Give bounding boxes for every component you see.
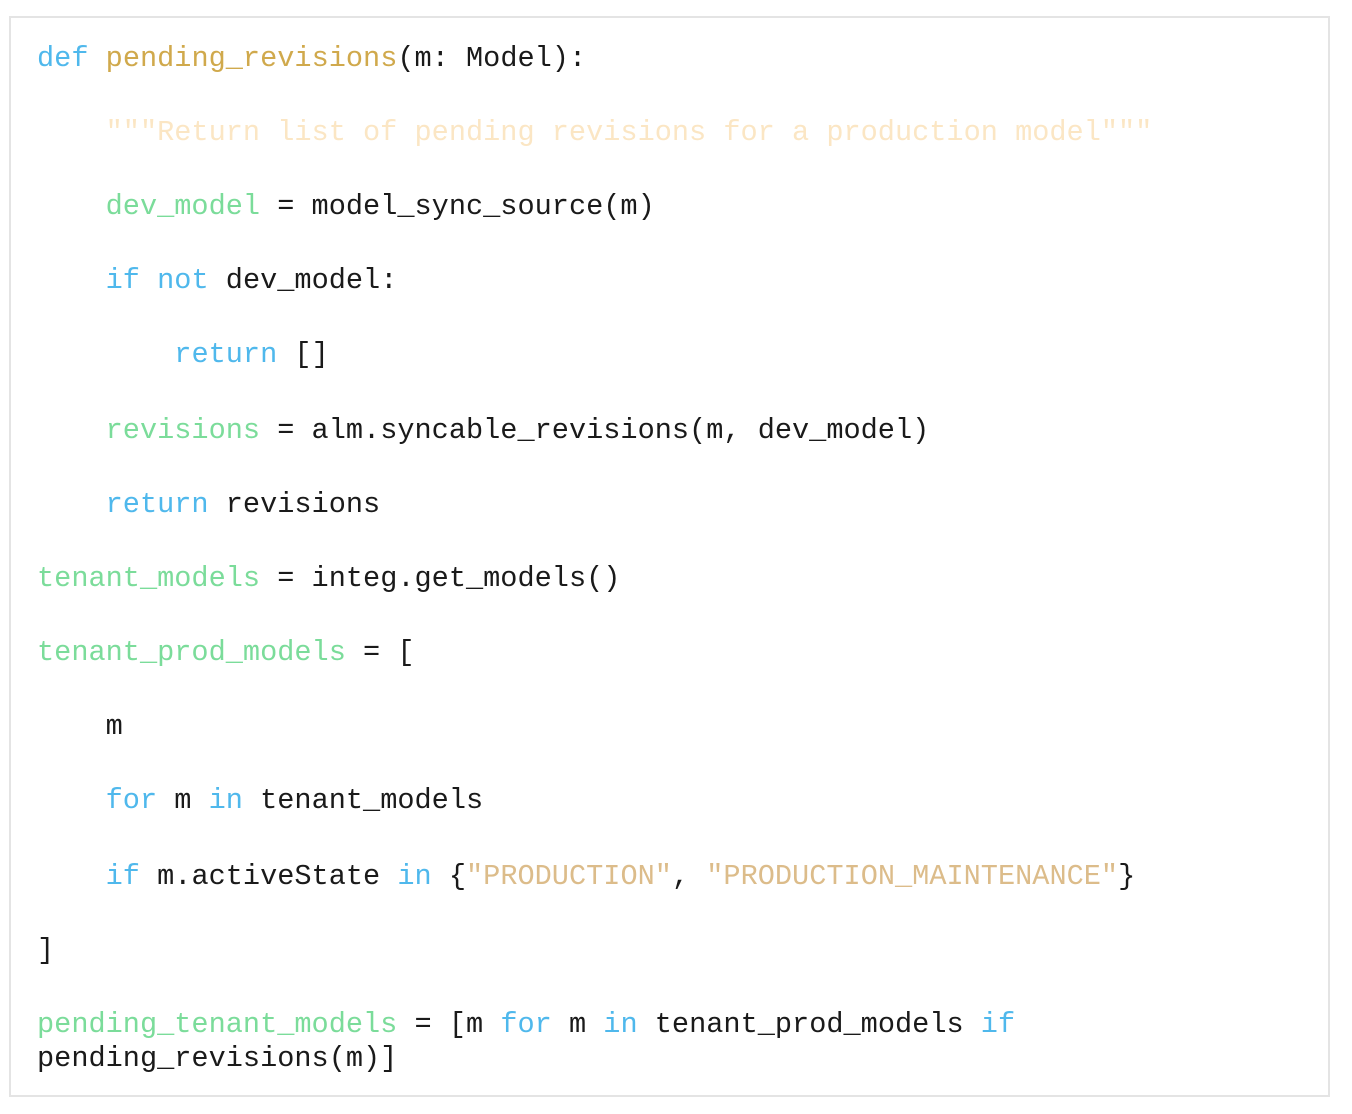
code-token: = [m [397,1008,501,1041]
code-line: return revisions [37,488,381,522]
code-token [37,190,106,223]
code-line: for m in tenant_models [37,784,484,818]
code-token: tenant_prod_models [637,1008,981,1041]
code-token: = integ.get_models() [260,562,621,595]
code-block: def pending_revisions(m: Model): """Retu… [9,16,1330,1097]
code-token: pending_revisions(m)] [37,1042,398,1075]
code-token: in [208,784,243,817]
code-line: m [37,710,123,744]
code-token [88,42,105,75]
code-token: , [671,860,707,893]
code-token: pending_tenant_models [37,1008,398,1041]
code-token: in [397,860,432,893]
code-token: (m: Model): [397,42,587,75]
code-token: return [174,338,278,371]
code-token: """Return list of pending revisions for … [105,116,1153,149]
code-line: pending_revisions(m)] [37,1042,397,1076]
code-token: tenant_models [242,784,484,817]
code-token: m [551,1008,604,1041]
code-token: m [157,784,209,817]
code-token: if [105,264,140,297]
code-token [140,264,157,297]
code-line: revisions = alm.syncable_revisions(m, de… [37,414,930,448]
code-line: dev_model = model_sync_source(m) [37,190,655,224]
code-token [37,860,106,893]
code-line: def pending_revisions(m: Model): [37,42,586,76]
code-token: pending_revisions [105,42,398,75]
code-token [37,116,106,149]
code-line: if m.activeState in {"PRODUCTION", "PROD… [37,860,1136,894]
code-token: [] [277,338,329,371]
code-token: = [ [345,636,415,669]
code-token: tenant_models [37,562,261,595]
code-line: pending_tenant_models = [m for m in tena… [37,1008,1015,1042]
code-token [37,338,174,371]
code-token: } [1118,860,1136,893]
code-line: """Return list of pending revisions for … [37,116,1153,150]
code-token: if [105,860,140,893]
code-line: ] [37,934,54,968]
code-token: = model_sync_source(m) [260,190,655,223]
code-token: revisions [208,488,381,521]
code-token: tenant_prod_models [37,636,346,669]
code-token: m.activeState [139,860,398,893]
code-token: = alm.syncable_revisions(m, dev_model) [260,414,930,447]
code-token: ] [37,934,55,967]
code-token [37,784,106,817]
code-line: return [] [37,338,329,372]
code-token [37,264,106,297]
code-token: return [105,488,209,521]
code-token: in [603,1008,638,1041]
code-token: "PRODUCTION" [466,860,672,893]
code-token: if [980,1008,1016,1041]
code-token: dev_model: [208,264,398,297]
code-token: m [37,710,123,743]
code-line: tenant_prod_models = [ [37,636,415,670]
code-token: for [500,1008,552,1041]
code-token: { [431,860,467,893]
code-token: def [37,42,89,75]
code-token [37,488,106,521]
code-token: revisions [105,414,261,447]
code-line: if not dev_model: [37,264,398,298]
code-line: tenant_models = integ.get_models() [37,562,620,596]
code-token: for [105,784,158,817]
code-token: not [157,264,209,297]
code-token: "PRODUCTION_MAINTENANCE" [706,860,1119,893]
code-token: dev_model [105,190,261,223]
code-token [37,414,106,447]
